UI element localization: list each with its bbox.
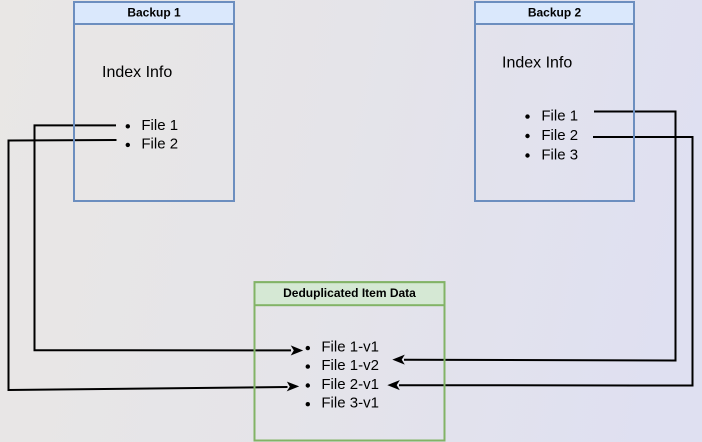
svg-text:Index Info: Index Info bbox=[102, 64, 172, 81]
svg-text:File 1: File 1 bbox=[541, 108, 578, 125]
svg-text:Deduplicated Item Data: Deduplicated Item Data bbox=[283, 286, 416, 300]
svg-text:Backup 2: Backup 2 bbox=[528, 6, 582, 20]
svg-text:File 3: File 3 bbox=[541, 146, 578, 163]
svg-text:File 3-v1: File 3-v1 bbox=[321, 395, 379, 412]
svg-text:File 1-v1: File 1-v1 bbox=[321, 338, 379, 355]
svg-text:Index Info: Index Info bbox=[502, 55, 572, 72]
svg-text:Backup 1: Backup 1 bbox=[127, 6, 181, 20]
svg-text:File 2: File 2 bbox=[141, 136, 178, 153]
svg-text:File 1-v2: File 1-v2 bbox=[321, 357, 379, 374]
svg-text:File 2-v1: File 2-v1 bbox=[321, 376, 379, 393]
svg-text:File 2: File 2 bbox=[541, 127, 578, 144]
svg-text:File 1: File 1 bbox=[141, 117, 178, 134]
